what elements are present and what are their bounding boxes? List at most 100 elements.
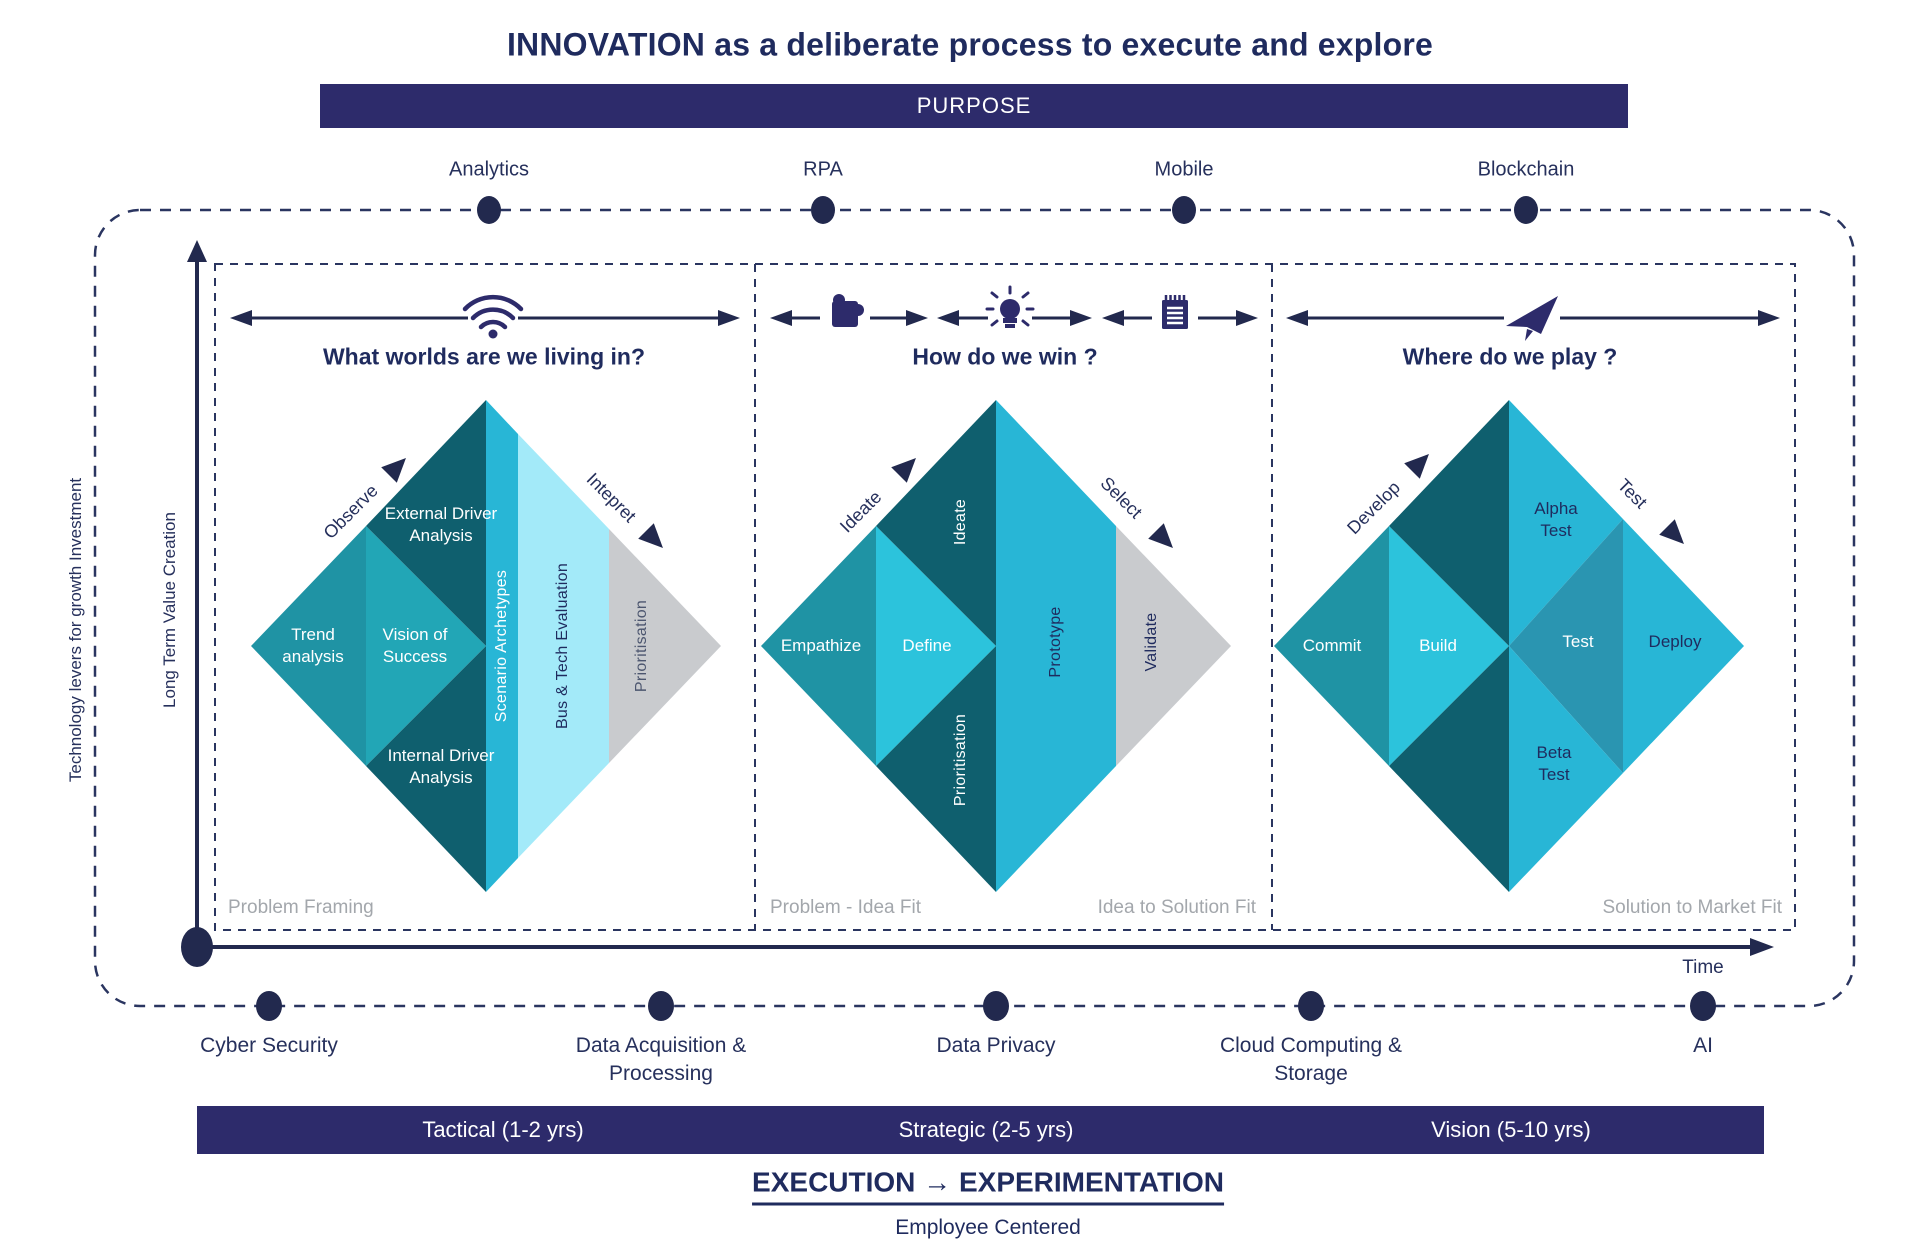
arrowhead-right-icon (718, 310, 740, 326)
label-deploy: Deploy (1648, 631, 1702, 651)
tech-label-cyber-security: Cyber Security (200, 1034, 338, 1057)
stage-problem-framing: Problem Framing (228, 897, 374, 918)
section-2-question: How do we win ? (912, 343, 1098, 370)
segment-alpha-test (1509, 400, 1623, 646)
segment-deploy-tip (1623, 519, 1744, 773)
label-beta-test: Beta Test (1536, 742, 1572, 784)
tech-label-mobile: Mobile (1154, 158, 1214, 181)
x-axis-label: Time (1682, 957, 1724, 978)
segment-empathize (761, 526, 876, 766)
outer-dashed-frame (93, 208, 1856, 1008)
arrowhead-left-icon (937, 310, 959, 326)
segment-commit (1274, 526, 1389, 766)
section-1-question: What worlds are we living in? (322, 343, 646, 370)
axis-origin-dot (181, 927, 213, 967)
label-ideate: Ideate (952, 498, 969, 546)
tech-dot-blockchain (1514, 196, 1538, 224)
label-alpha-test: Alpha Test (1534, 498, 1578, 540)
tech-dot-ai (1690, 991, 1716, 1021)
horizon-bar (197, 1106, 1764, 1154)
segment-bottom-left (1389, 646, 1509, 892)
segment-internal-driver (366, 646, 486, 892)
segment-prototype (996, 400, 1116, 892)
label-prototype: Prototype (1047, 606, 1064, 678)
arrowhead-left-icon (1102, 310, 1124, 326)
label-external-driver-analysis: External Driver Analysis (384, 503, 498, 545)
label-prioritisation-tip: Prioritisation (633, 599, 650, 693)
segment-prioritisation-tip (609, 529, 721, 763)
tech-label-ai: AI (1693, 1034, 1713, 1057)
tech-dot-data-acquisition (648, 991, 674, 1021)
paper-plane-icon (1506, 296, 1558, 341)
label-build: Build (1419, 635, 1457, 655)
segment-build (1389, 526, 1509, 766)
tech-label-analytics: Analytics (448, 158, 530, 181)
tech-label-rpa: RPA (803, 158, 843, 181)
y-axis-label: Long Term Value Creation (160, 512, 179, 708)
segment-ideate (876, 400, 996, 646)
notepad-icon (1162, 295, 1188, 329)
footer-headline: EXECUTION → EXPERIMENTATION (752, 1167, 1224, 1206)
stage-problem-idea-fit: Problem - Idea Fit (770, 897, 921, 918)
diamond-delivery (1274, 400, 1744, 892)
bottom-tech-dots (256, 991, 1716, 1021)
label-validate: Validate (1143, 612, 1160, 672)
observe-direction-arrow (381, 458, 406, 483)
tech-label-data-privacy: Data Privacy (936, 1034, 1056, 1057)
arrowhead-left-icon (230, 310, 252, 326)
diamond-problem-framing (251, 400, 721, 892)
tech-label-data-acquisition: Data Acquisition & Processing (575, 1034, 747, 1086)
wifi-icon (462, 294, 524, 339)
purpose-banner: PURPOSE (320, 84, 1628, 128)
intepret-direction-arrow (638, 523, 663, 548)
segment-top-left (1389, 400, 1509, 646)
segment-prioritisation (876, 646, 996, 892)
label-vision-of-success: Vision of Success (382, 624, 448, 666)
arrowhead-left-icon (1286, 310, 1308, 326)
segment-external-driver (366, 400, 486, 646)
label-prioritisation: Prioritisation (952, 713, 969, 807)
tech-dot-cyber-security (256, 991, 282, 1021)
develop-direction-arrow (1404, 454, 1429, 479)
inner-dashed-frame (214, 263, 1796, 931)
segment-bus-tech-evaluation (518, 434, 609, 858)
tech-dot-data-privacy (983, 991, 1009, 1021)
tech-dot-analytics (477, 196, 501, 224)
puzzle-icon (832, 294, 864, 327)
tech-dot-mobile (1172, 196, 1196, 224)
label-test: Test (1562, 631, 1594, 651)
segment-trend-analysis (251, 526, 366, 766)
label-define: Define (902, 635, 952, 655)
ideate-direction-arrow (891, 458, 916, 483)
select-direction-arrow (1148, 523, 1173, 548)
horizon-tactical: Tactical (1-2 yrs) (422, 1117, 584, 1142)
segment-beta-test (1509, 646, 1623, 892)
lightbulb-icon (985, 285, 1035, 328)
x-axis (197, 938, 1774, 956)
segment-validate-tip (1116, 526, 1231, 766)
test-direction-arrow (1659, 519, 1684, 544)
horizon-vision: Vision (5-10 yrs) (1431, 1117, 1591, 1142)
horizon-strategic: Strategic (2-5 yrs) (898, 1117, 1074, 1142)
y-axis-arrowhead (187, 240, 207, 262)
label-trend-analysis: Trend analysis (282, 624, 344, 666)
label-commit: Commit (1302, 635, 1362, 655)
tech-dot-cloud-computing (1298, 991, 1324, 1021)
y-axis (187, 240, 207, 947)
section-3-question: Where do we play ? (1402, 343, 1618, 370)
page-title: INNOVATION as a deliberate process to ex… (506, 26, 1434, 63)
tech-label-cloud-computing: Cloud Computing & Storage (1219, 1034, 1403, 1086)
segment-vision-of-success (366, 526, 486, 766)
arrowhead-right-icon (1758, 310, 1780, 326)
arrowhead-right-icon (1070, 310, 1092, 326)
stage-solution-to-market-fit: Solution to Market Fit (1602, 897, 1782, 918)
outer-y-axis-label: Technology levers for growth Investment (66, 477, 85, 783)
purpose-banner-label: PURPOSE (916, 93, 1032, 118)
stage-idea-to-solution-fit: Idea to Solution Fit (1097, 897, 1256, 918)
segment-define (876, 526, 996, 766)
footer-subline: Employee Centered (895, 1216, 1081, 1239)
tech-dot-rpa (811, 196, 835, 224)
top-tech-dots (477, 196, 1538, 224)
